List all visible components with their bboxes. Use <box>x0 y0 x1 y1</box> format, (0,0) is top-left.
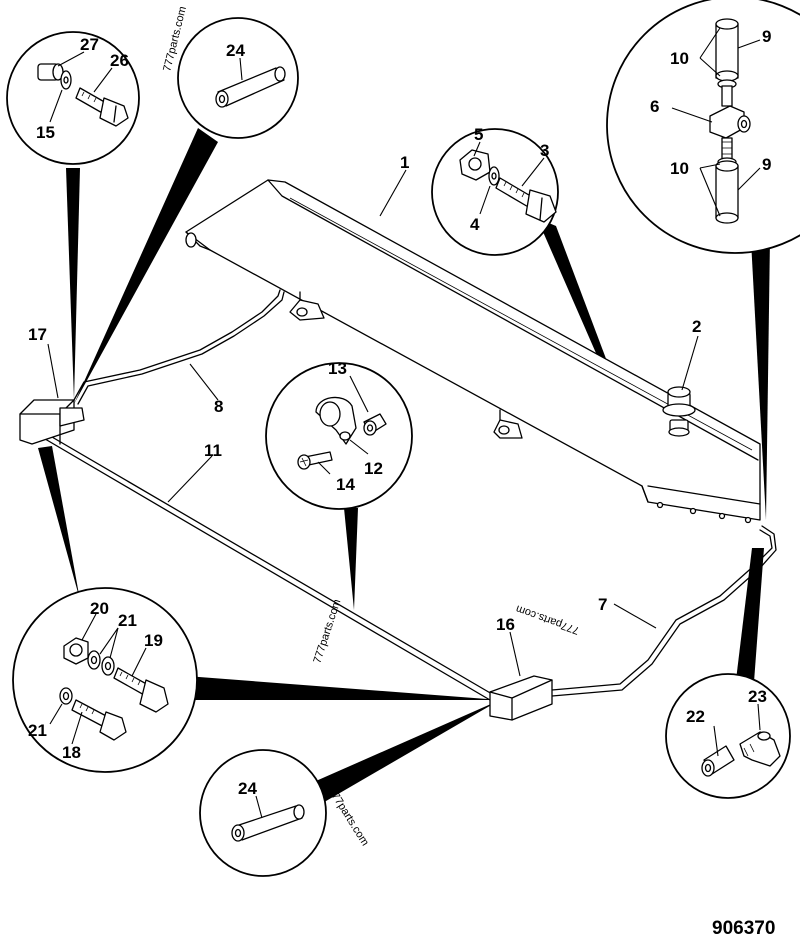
callout-22: 22 <box>686 707 705 726</box>
leader-wedges <box>38 128 770 808</box>
callout-8: 8 <box>214 397 223 416</box>
callout-10-bottom: 10 <box>670 159 689 178</box>
detail-circle-spacer-top <box>177 17 299 139</box>
callout-26: 26 <box>110 51 129 70</box>
filler-fitting <box>662 386 696 437</box>
callout-labels: 27 26 15 24 1 5 3 4 9 10 6 10 9 2 17 8 1… <box>28 27 771 798</box>
detail-circle-spacer-bottom <box>199 749 327 877</box>
callout-15: 15 <box>36 123 55 142</box>
pipe-11 <box>39 429 493 695</box>
callout-11: 11 <box>204 441 222 460</box>
main-assembly <box>19 179 777 721</box>
callout-19: 19 <box>144 631 163 650</box>
callout-20: 20 <box>90 599 109 618</box>
callout-21-top: 21 <box>118 611 137 630</box>
callout-14: 14 <box>336 475 355 494</box>
callout-27: 27 <box>80 35 99 54</box>
figure-number: 906370 <box>712 918 775 939</box>
callout-24-top: 24 <box>226 41 245 60</box>
callout-12: 12 <box>364 459 383 478</box>
tray-panel <box>185 179 761 524</box>
pipe-7 <box>551 529 773 691</box>
pipe-8 <box>73 289 281 401</box>
callout-13: 13 <box>328 359 347 378</box>
callout-4: 4 <box>470 215 480 234</box>
callout-24-bottom: 24 <box>238 779 257 798</box>
connector-block-17 <box>19 399 85 445</box>
detail-circle-bolt-nut <box>431 128 559 256</box>
detail-circle-bolt-washer <box>6 31 140 165</box>
detail-circle-elbow <box>665 673 791 799</box>
watermark-4: 777parts.com <box>325 785 370 848</box>
callout-2: 2 <box>692 317 701 336</box>
callout-16: 16 <box>496 615 515 634</box>
callout-21-bottom: 21 <box>28 721 47 740</box>
detail-circle-bolt-set <box>12 587 198 773</box>
main-leaders <box>47 169 699 677</box>
callout-9-top: 9 <box>762 27 771 46</box>
watermark-3: 777parts.com <box>311 598 343 665</box>
callout-1: 1 <box>400 153 409 172</box>
connector-block-16 <box>489 675 553 721</box>
detail-circle-pipe-clip <box>265 362 413 510</box>
callout-9-bottom: 9 <box>762 155 771 174</box>
callout-6: 6 <box>650 97 659 116</box>
detail-circle-coupling <box>606 0 800 254</box>
callout-3: 3 <box>540 141 549 160</box>
callout-23: 23 <box>748 687 767 706</box>
callout-17: 17 <box>28 325 47 344</box>
callout-5: 5 <box>474 125 483 144</box>
callout-7: 7 <box>598 595 607 614</box>
callout-10-top: 10 <box>670 49 689 68</box>
watermark-2: 777parts.com <box>514 602 581 636</box>
callout-18: 18 <box>62 743 81 762</box>
